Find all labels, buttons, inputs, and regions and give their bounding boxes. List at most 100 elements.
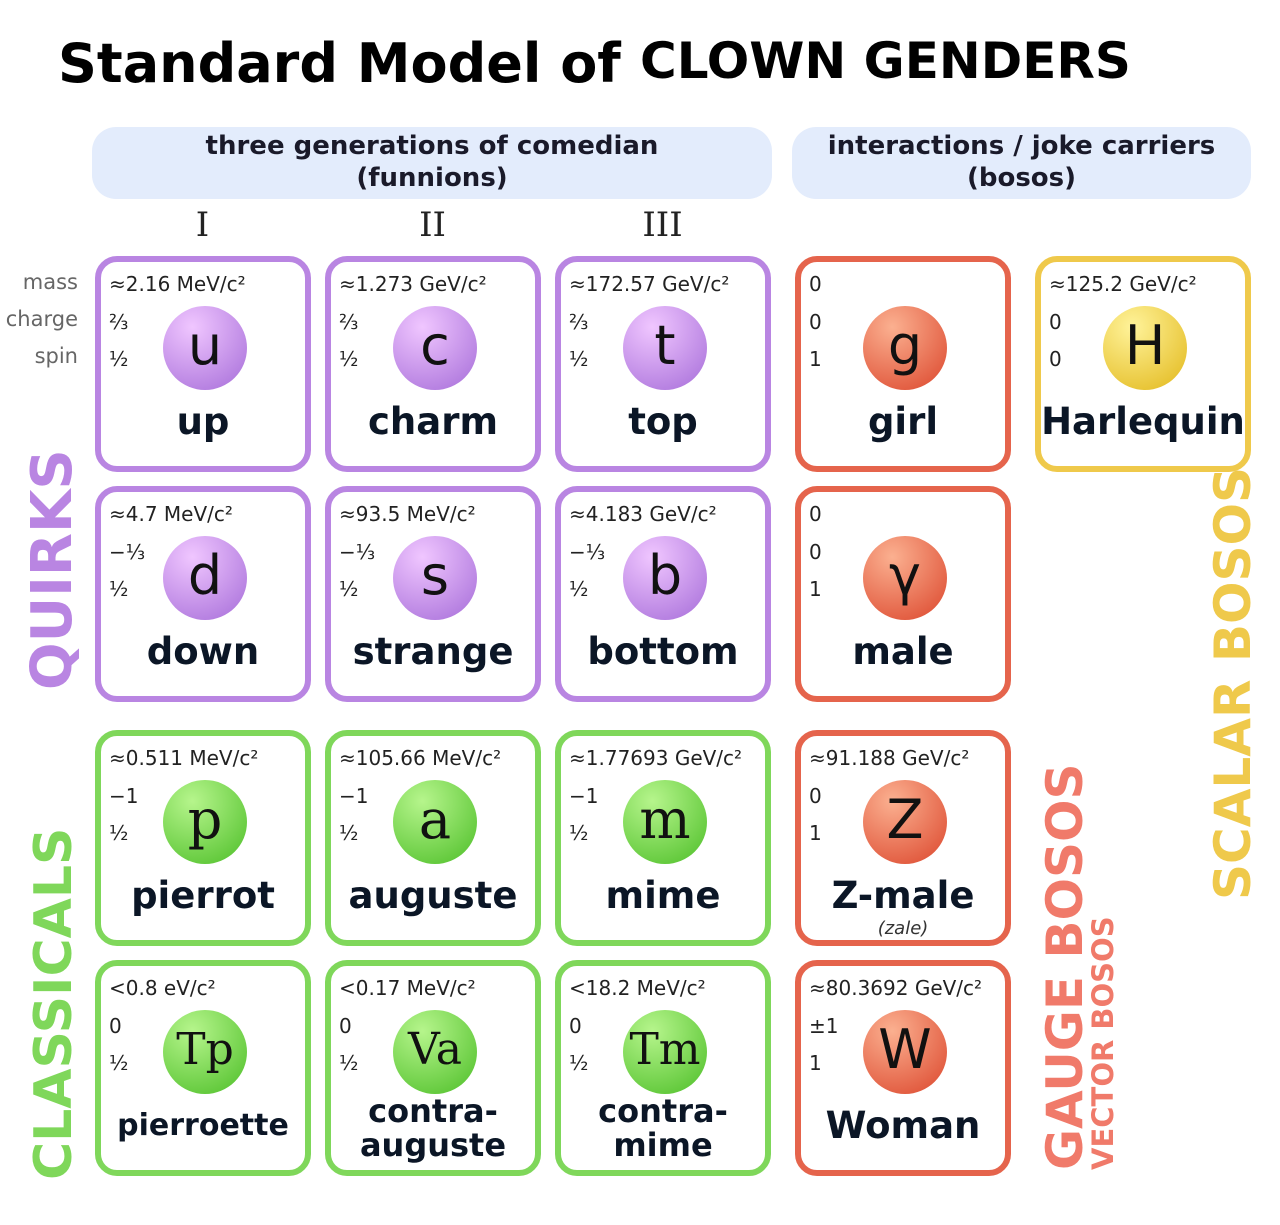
particle-name: Woman xyxy=(825,1104,981,1147)
generation-1-label: I xyxy=(195,205,210,245)
particle-cell-bottom: ≈4.183 GeV/c² −⅓ ½ b bottom xyxy=(555,486,771,702)
particle-symbol: a xyxy=(393,780,477,864)
particle-symbol: c xyxy=(393,306,477,390)
mass-value: <0.17 MeV/c² xyxy=(339,976,476,1000)
particle-cell-male: 0 0 1 γ male xyxy=(795,486,1011,702)
particle-name: pierrot xyxy=(131,874,275,917)
particle-symbol: u xyxy=(163,306,247,390)
spin-value: ½ xyxy=(339,1051,359,1075)
charge-value: −1 xyxy=(109,784,139,808)
particle-name: down xyxy=(146,630,260,673)
charge-value: −1 xyxy=(339,784,369,808)
bosons-header-line1: interactions / joke carriers xyxy=(827,131,1216,161)
particle-symbol: m xyxy=(623,780,707,864)
particle-cell-pierroette: <0.8 eV/c² 0 ½ Tp pierroette xyxy=(95,960,311,1176)
mass-value: 0 xyxy=(809,272,822,296)
particle-name: strange xyxy=(352,630,514,673)
charge-row-label: charge xyxy=(5,307,78,331)
particle-name: Z-male xyxy=(831,874,975,917)
charge-value: 0 xyxy=(109,1014,122,1038)
particle-cell-charm: ≈1.273 GeV/c² ⅔ ½ c charm xyxy=(325,256,541,472)
scalar-bosos-group-label: SCALAR BOSOS xyxy=(1204,466,1262,900)
classicals-group-label: CLASSICALS xyxy=(24,827,84,1180)
mass-value: ≈4.183 GeV/c² xyxy=(569,502,717,526)
particle-name: Harlequin xyxy=(1041,400,1245,443)
mass-value: ≈93.5 MeV/c² xyxy=(339,502,476,526)
particle-name: charm xyxy=(367,400,499,443)
spin-value: ½ xyxy=(569,577,589,601)
mass-value: ≈1.273 GeV/c² xyxy=(339,272,487,296)
particle-name: male xyxy=(852,630,954,673)
particle-symbol: γ xyxy=(863,536,947,620)
particle-subname: (zale) xyxy=(877,918,929,939)
mass-value: ≈125.2 GeV/c² xyxy=(1049,272,1197,296)
charge-value: ⅔ xyxy=(339,310,359,334)
mass-value: ≈0.511 MeV/c² xyxy=(109,746,259,770)
particle-symbol: Tm xyxy=(623,1010,707,1094)
spin-value: ½ xyxy=(109,347,129,371)
particle-name: top xyxy=(628,400,698,443)
spin-value: ½ xyxy=(109,821,129,845)
spin-value: 1 xyxy=(809,347,822,371)
spin-value: ½ xyxy=(569,821,589,845)
charge-value: −⅓ xyxy=(569,540,606,564)
vector-bosos-group-label: VECTOR BOSOS xyxy=(1086,916,1120,1170)
spin-value: ½ xyxy=(569,1051,589,1075)
fermions-header-line2: (funnions) xyxy=(356,163,508,193)
generation-3-label: III xyxy=(642,205,683,245)
particle-symbol: b xyxy=(623,536,707,620)
generation-2-label: II xyxy=(419,205,446,245)
particle-name: pierroette xyxy=(117,1108,289,1143)
mass-value: ≈80.3692 GeV/c² xyxy=(809,976,983,1000)
spin-value: 0 xyxy=(1049,347,1062,371)
particle-symbol: Tp xyxy=(163,1010,247,1094)
charge-value: ±1 xyxy=(809,1014,839,1038)
spin-value: ½ xyxy=(109,1051,129,1075)
particle-name: girl xyxy=(867,400,939,443)
particle-cell-auguste: ≈105.66 MeV/c² −1 ½ a auguste xyxy=(325,730,541,946)
particle-cell-zmale: ≈91.188 GeV/c² 0 1 Z Z-male(zale) xyxy=(795,730,1011,946)
title-part2: CLOWN GENDERS xyxy=(640,32,1131,90)
mass-value: ≈2.16 MeV/c² xyxy=(109,272,246,296)
charge-value: ⅔ xyxy=(109,310,129,334)
mass-value: ≈91.188 GeV/c² xyxy=(809,746,970,770)
particle-name: mime xyxy=(605,874,721,917)
particle-cell-top: ≈172.57 GeV/c² ⅔ ½ t top xyxy=(555,256,771,472)
particle-symbol: Z xyxy=(863,780,947,864)
bosons-header-line2: (bosos) xyxy=(966,163,1077,193)
particle-symbol: d xyxy=(163,536,247,620)
charge-value: −⅓ xyxy=(339,540,376,564)
mass-row-label: mass xyxy=(22,270,78,294)
charge-value: 0 xyxy=(809,784,822,808)
spin-value: ½ xyxy=(339,821,359,845)
spin-value: ½ xyxy=(339,577,359,601)
charge-value: 0 xyxy=(339,1014,352,1038)
spin-value: 1 xyxy=(809,821,822,845)
particle-symbol: t xyxy=(623,306,707,390)
mass-value: 0 xyxy=(809,502,822,526)
particle-name: bottom xyxy=(587,630,739,673)
particle-name: contra-mime xyxy=(598,1092,728,1164)
title-part1: Standard Model of xyxy=(58,32,621,95)
particle-name: auguste xyxy=(348,874,518,917)
charge-value: 0 xyxy=(809,540,822,564)
mass-value: ≈105.66 MeV/c² xyxy=(339,746,502,770)
spin-value: ½ xyxy=(569,347,589,371)
spin-value: ½ xyxy=(339,347,359,371)
spin-value: 1 xyxy=(809,577,822,601)
mass-value: ≈172.57 GeV/c² xyxy=(569,272,730,296)
charge-value: ⅔ xyxy=(569,310,589,334)
charge-value: −⅓ xyxy=(109,540,146,564)
mass-value: <18.2 MeV/c² xyxy=(569,976,706,1000)
bosons-header: interactions / joke carriers (bosos) xyxy=(792,127,1251,199)
spin-value: 1 xyxy=(809,1051,822,1075)
mass-value: <0.8 eV/c² xyxy=(109,976,216,1000)
